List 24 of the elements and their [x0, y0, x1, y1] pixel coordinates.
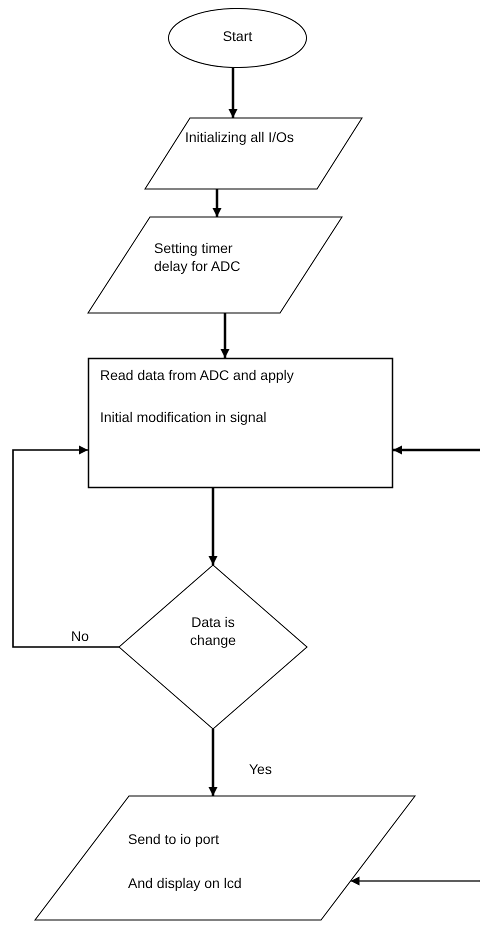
- node-label: Initial modification in signal: [100, 408, 268, 426]
- node-label: Send to io port: [128, 830, 220, 848]
- input-output-box: [145, 118, 362, 189]
- arrow: [350, 876, 480, 886]
- node-label: Start: [222, 27, 254, 46]
- node-label: Data is change: [189, 613, 237, 650]
- start-terminal: [168, 8, 307, 68]
- node-label: And display on lcd: [128, 874, 243, 892]
- node-label: Read data from ADC and apply: [100, 366, 295, 384]
- input-output-box: [88, 217, 342, 313]
- arrow: [212, 189, 222, 217]
- arrow: [12, 446, 119, 648]
- decision-diamond: [119, 565, 307, 729]
- arrow: [228, 68, 238, 118]
- process-box: [88, 358, 393, 488]
- arrow: [208, 729, 218, 796]
- node-label: Initializing all I/Os: [185, 128, 295, 146]
- node-label: Setting timer delay for ADC: [154, 239, 242, 276]
- edge-label: No: [70, 629, 90, 644]
- input-output-box: [35, 796, 415, 920]
- arrow: [208, 488, 218, 565]
- arrow: [220, 313, 230, 358]
- edge-label: Yes: [248, 762, 273, 778]
- arrow: [393, 446, 480, 454]
